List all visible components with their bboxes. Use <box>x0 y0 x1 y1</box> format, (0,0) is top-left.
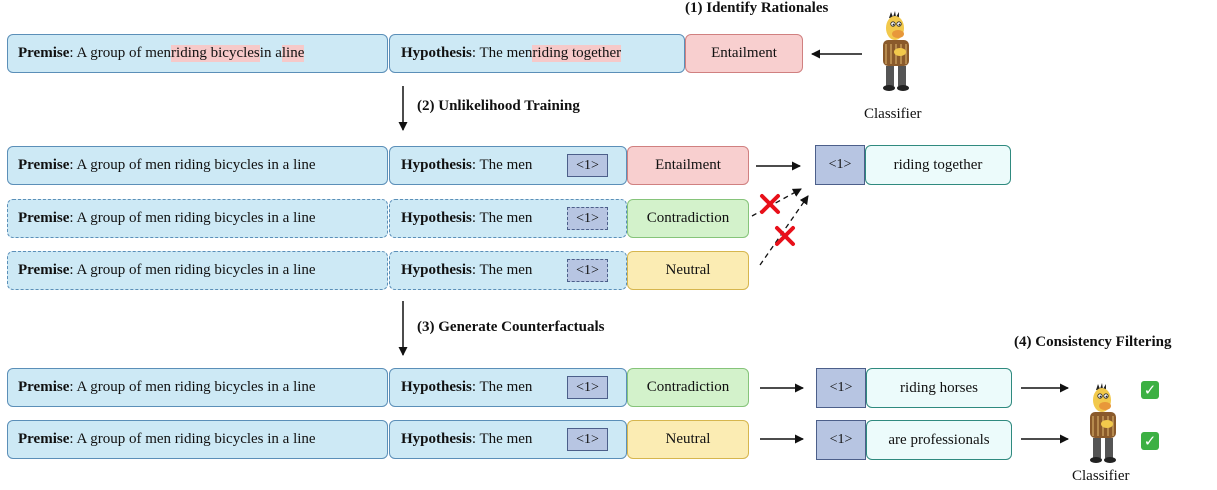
premise-box: Premise: A group of men riding bicycles … <box>7 34 388 73</box>
premise-box: Premise: A group of men riding bicycles … <box>7 420 388 459</box>
premise-text: : A group of men riding bicycles in a li… <box>69 262 316 278</box>
cross-icon <box>775 226 795 246</box>
premise-text: : A group of men riding bicycles in a li… <box>69 379 316 395</box>
label-entailment: Entailment <box>627 146 749 185</box>
hypothesis-text: : The men <box>471 157 533 173</box>
premise-text: in a <box>259 45 282 61</box>
hypothesis-key: Hypothesis <box>401 45 472 61</box>
classifier-figure-icon <box>882 10 910 92</box>
premise-key: Premise <box>18 157 70 173</box>
hypothesis-key: Hypothesis <box>401 379 472 395</box>
premise-box: Premise: A group of men riding bicycles … <box>7 368 388 407</box>
rationale-highlight: line <box>281 45 305 62</box>
premise-key: Premise <box>18 431 70 447</box>
hypothesis-key: Hypothesis <box>401 157 472 173</box>
mask-token: <1> <box>567 376 608 399</box>
label-neutral: Neutral <box>627 251 749 290</box>
hypothesis-box: Hypothesis: The men <1> <box>389 146 627 185</box>
premise-key: Premise <box>18 45 70 61</box>
generated-span: riding horses <box>866 368 1012 408</box>
label-entailment: Entailment <box>685 34 803 73</box>
classifier-figure-icon <box>1089 382 1117 464</box>
step-generate-title: (3) Generate Counterfactuals <box>417 319 605 335</box>
rationale-highlight: riding together <box>532 45 622 62</box>
mask-token: <1> <box>567 154 608 177</box>
hypothesis-box: Hypothesis: The men <1> <box>389 368 627 407</box>
hypothesis-box: Hypothesis: The men <1> <box>389 420 627 459</box>
mask-token: <1> <box>567 428 608 451</box>
hypothesis-box-negative: Hypothesis: The men <1> <box>389 199 627 238</box>
output-span: riding together <box>865 145 1011 185</box>
premise-text: : A group of men <box>69 45 172 61</box>
premise-text: : A group of men riding bicycles in a li… <box>69 210 316 226</box>
step-unlikelihood-title: (2) Unlikelihood Training <box>417 98 580 114</box>
hypothesis-text: : The men <box>471 45 533 61</box>
output-mask-token: <1> <box>816 368 866 408</box>
hypothesis-text: : The men <box>471 379 533 395</box>
hypothesis-key: Hypothesis <box>401 431 472 447</box>
hypothesis-text: : The men <box>471 431 533 447</box>
step-identify-title: (1) Identify Rationales <box>685 0 829 16</box>
cross-icon <box>760 194 780 214</box>
label-contradiction: Contradiction <box>627 368 749 407</box>
hypothesis-box: Hypothesis: The men riding together <box>389 34 685 73</box>
generated-span: are professionals <box>866 420 1012 460</box>
premise-key: Premise <box>18 379 70 395</box>
step-filter-title: (4) Consistency Filtering <box>1014 334 1172 350</box>
premise-text: : A group of men riding bicycles in a li… <box>69 431 316 447</box>
premise-box-negative: Premise: A group of men riding bicycles … <box>7 199 388 238</box>
label-neutral: Neutral <box>627 420 749 459</box>
hypothesis-key: Hypothesis <box>401 262 472 278</box>
mask-token: <1> <box>567 259 608 282</box>
premise-text: : A group of men riding bicycles in a li… <box>69 157 316 173</box>
hypothesis-box-negative: Hypothesis: The men <1> <box>389 251 627 290</box>
hypothesis-key: Hypothesis <box>401 210 472 226</box>
premise-key: Premise <box>18 210 70 226</box>
premise-key: Premise <box>18 262 70 278</box>
hypothesis-text: : The men <box>471 210 533 226</box>
hypothesis-text: : The men <box>471 262 533 278</box>
classifier-caption: Classifier <box>1072 468 1130 484</box>
check-icon: ✓ <box>1141 381 1159 399</box>
rationale-highlight: riding bicycles <box>171 45 260 62</box>
label-contradiction: Contradiction <box>627 199 749 238</box>
premise-box-negative: Premise: A group of men riding bicycles … <box>7 251 388 290</box>
output-mask-token: <1> <box>815 145 865 185</box>
mask-token: <1> <box>567 207 608 230</box>
output-mask-token: <1> <box>816 420 866 460</box>
check-icon: ✓ <box>1141 432 1159 450</box>
classifier-caption: Classifier <box>864 106 922 122</box>
premise-box: Premise: A group of men riding bicycles … <box>7 146 388 185</box>
